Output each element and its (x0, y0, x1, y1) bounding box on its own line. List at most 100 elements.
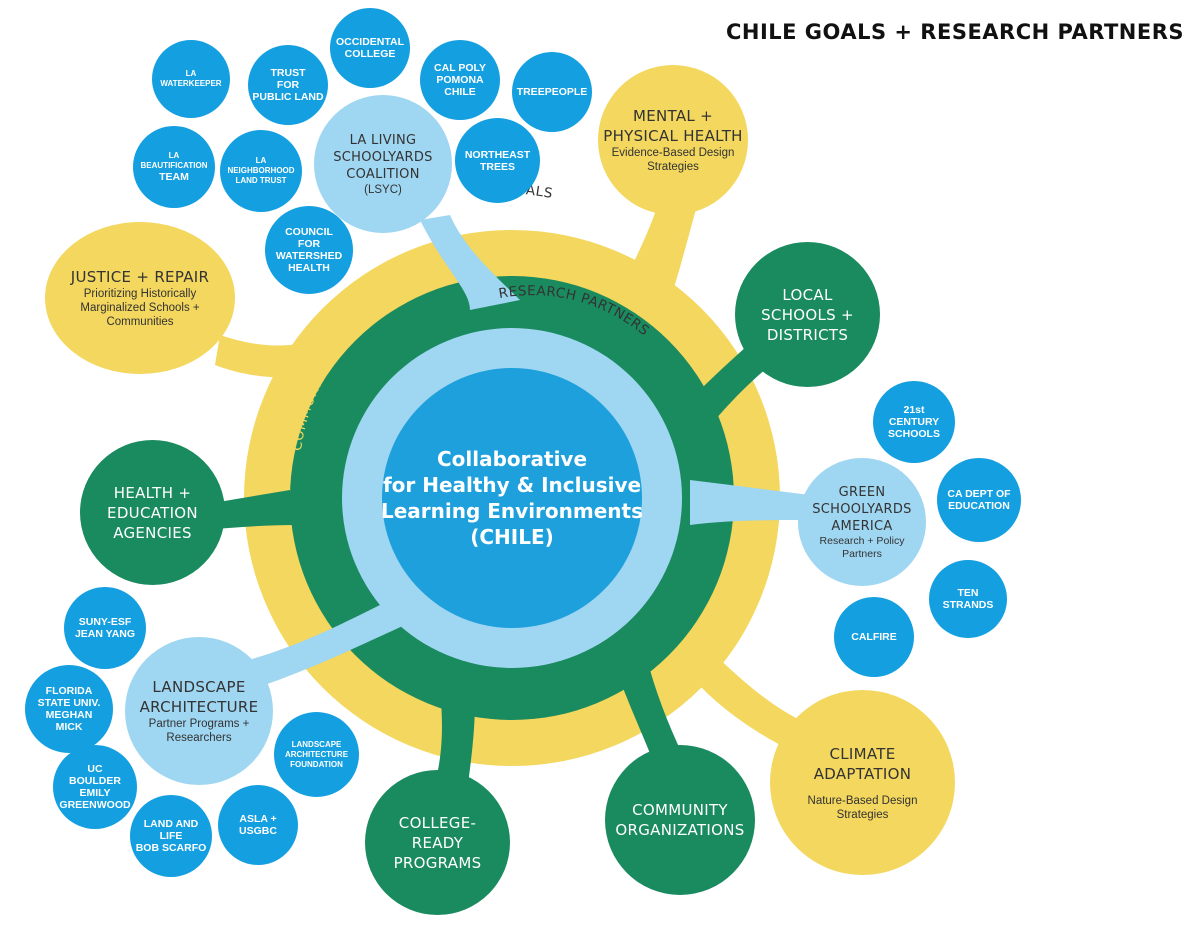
org-line: NORTHEAST (464, 148, 531, 161)
org-landscape-architecture-foundation: LANDSCAPE ARCHITECTURE FOUNDATION (274, 712, 359, 797)
community-line: READY (411, 833, 464, 852)
org-line: CA DEPT OF (947, 488, 1011, 500)
org-line: ARCHITECTURE (284, 749, 349, 759)
goal-mental-health: MENTAL + PHYSICAL HEALTH Evidence-Based … (598, 65, 748, 215)
org-line: HEALTH (288, 262, 330, 274)
community-line: EDUCATION (107, 503, 198, 522)
research-title-line: GREEN (838, 484, 886, 500)
center-line: for Healthy & Inclusive (382, 473, 642, 497)
research-lsyc: LA LIVING SCHOOLYARDS COALITION (LSYC) (314, 95, 452, 233)
community-line: LOCAL (782, 285, 833, 304)
org-suny-esf: SUNY-ESF JEAN YANG (64, 587, 146, 669)
org-line: CHILE (444, 86, 476, 98)
org-line: WATERSHED (275, 250, 343, 262)
org-line: TEAM (159, 171, 189, 183)
org-treepeople: TREEPEOPLE (512, 52, 592, 132)
org-line: ASLA + (239, 813, 277, 825)
org-line: MEGHAN (45, 709, 93, 721)
page-title: CHILE GOALS + RESEARCH PARTNERS (725, 20, 1184, 44)
org-line: COLLEGE (344, 48, 396, 60)
community-health-education: HEALTH + EDUCATION AGENCIES (80, 440, 225, 585)
community-line: COMMUNITY (632, 801, 728, 819)
org-line: LAND TRUST (235, 176, 287, 185)
org-line: TREES (479, 160, 515, 173)
org-occidental-college: OCCIDENTAL COLLEGE (330, 8, 410, 88)
org-line: TEN (957, 587, 979, 599)
org-line: FOR (276, 79, 300, 91)
research-title-line: LA LIVING (349, 132, 417, 148)
research-green-schoolyards: GREEN SCHOOLYARDS AMERICA Research + Pol… (798, 458, 926, 586)
community-line: ORGANIZATIONS (615, 821, 745, 839)
goal-sub-line: Communities (106, 316, 174, 328)
org-line: LANDSCAPE (291, 739, 342, 749)
org-florida-state: FLORIDA STATE UNIV. MEGHAN MICK (25, 665, 113, 753)
org-line: TRUST (270, 67, 306, 79)
research-title-line: LANDSCAPE (152, 678, 246, 696)
goal-sub-line: Evidence-Based Design (611, 147, 735, 159)
org-line: WATERKEEPER (160, 79, 222, 88)
org-line: COUNCIL (285, 226, 333, 238)
org-line: FLORIDA (45, 685, 93, 697)
org-line: CALFIRE (851, 631, 897, 643)
community-line: COLLEGE- (398, 813, 477, 832)
org-uc-boulder: UC BOULDER EMILY GREENWOOD (53, 745, 137, 829)
community-line: PROGRAMS (393, 853, 482, 872)
org-line: BOB SCARFO (135, 842, 207, 854)
goal-title-line: JUSTICE + REPAIR (70, 268, 210, 286)
center-line: (CHILE) (470, 525, 554, 549)
org-line: EMILY (79, 787, 111, 799)
community-college-ready: COLLEGE- READY PROGRAMS (365, 770, 510, 915)
org-calfire: CALFIRE (834, 597, 914, 677)
research-title-line: ARCHITECTURE (139, 698, 259, 716)
org-line: BOULDER (69, 775, 121, 787)
research-sub-line: Researchers (166, 732, 232, 744)
org-line: 21st (903, 404, 925, 416)
research-title-line: SCHOOLYARDS (333, 149, 433, 165)
org-trust-public-land: TRUST FOR PUBLIC LAND (248, 45, 328, 125)
org-ca-dept-education: CA DEPT OF EDUCATION (937, 458, 1021, 542)
goal-justice-repair: JUSTICE + REPAIR Prioritizing Historical… (45, 222, 235, 374)
org-line: LA (168, 151, 180, 160)
org-line: LA (185, 69, 197, 78)
community-line: AGENCIES (113, 523, 192, 542)
org-line: BEAUTIFICATION (140, 161, 208, 170)
org-land-and-life: LAND AND LIFE BOB SCARFO (130, 795, 212, 877)
org-la-neighborhood-land-trust: LA NEIGHBORHOOD LAND TRUST (220, 130, 302, 212)
research-sub-line: (LSYC) (364, 183, 402, 196)
community-organizations: COMMUNITY ORGANIZATIONS (605, 745, 755, 895)
org-line: USGBC (239, 825, 277, 837)
org-line: SCHOOLS (888, 428, 940, 440)
org-line: UC (87, 763, 103, 775)
org-line: CAL POLY (434, 62, 486, 74)
goal-title-line: MENTAL + (633, 107, 713, 125)
research-sub-line: Partner Programs + (148, 718, 250, 730)
org-la-beautification: LA BEAUTIFICATION TEAM (133, 126, 215, 208)
goal-sub-line: Strategies (836, 808, 889, 821)
org-line: FOR (297, 238, 321, 250)
community-line: DISTRICTS (766, 325, 849, 344)
research-connector-gsa (690, 480, 810, 525)
org-line: SUNY-ESF (78, 616, 132, 628)
org-la-waterkeeper: LA WATERKEEPER (152, 40, 230, 118)
goal-sub-line: Nature-Based Design (807, 794, 918, 807)
org-northeast-trees: NORTHEAST TREES (455, 118, 540, 203)
research-title-line: SCHOOLYARDS (812, 501, 912, 517)
org-line: NEIGHBORHOOD (227, 166, 295, 175)
research-title-line: COALITION (346, 166, 420, 182)
org-line: GREENWOOD (59, 799, 131, 811)
goal-sub-line: Strategies (647, 161, 699, 173)
org-line: LA (255, 156, 267, 165)
org-line: POMONA (436, 74, 484, 86)
goal-sub-line: Prioritizing Historically (83, 288, 197, 300)
goal-sub-line: Marginalized Schools + (80, 302, 200, 314)
org-line: STATE UNIV. (37, 697, 101, 709)
org-line: FOUNDATION (290, 759, 343, 769)
goal-title-line: PHYSICAL HEALTH (603, 127, 743, 145)
research-landscape-architecture: LANDSCAPE ARCHITECTURE Partner Programs … (125, 637, 273, 785)
org-cal-poly-pomona: CAL POLY POMONA CHILE (420, 40, 500, 120)
goal-climate-adaptation: CLIMATE ADAPTATION Nature-Based Design S… (770, 690, 955, 875)
goal-title-line: ADAPTATION (813, 764, 912, 783)
community-line: SCHOOLS + (761, 305, 854, 324)
org-line: JEAN YANG (74, 628, 136, 640)
